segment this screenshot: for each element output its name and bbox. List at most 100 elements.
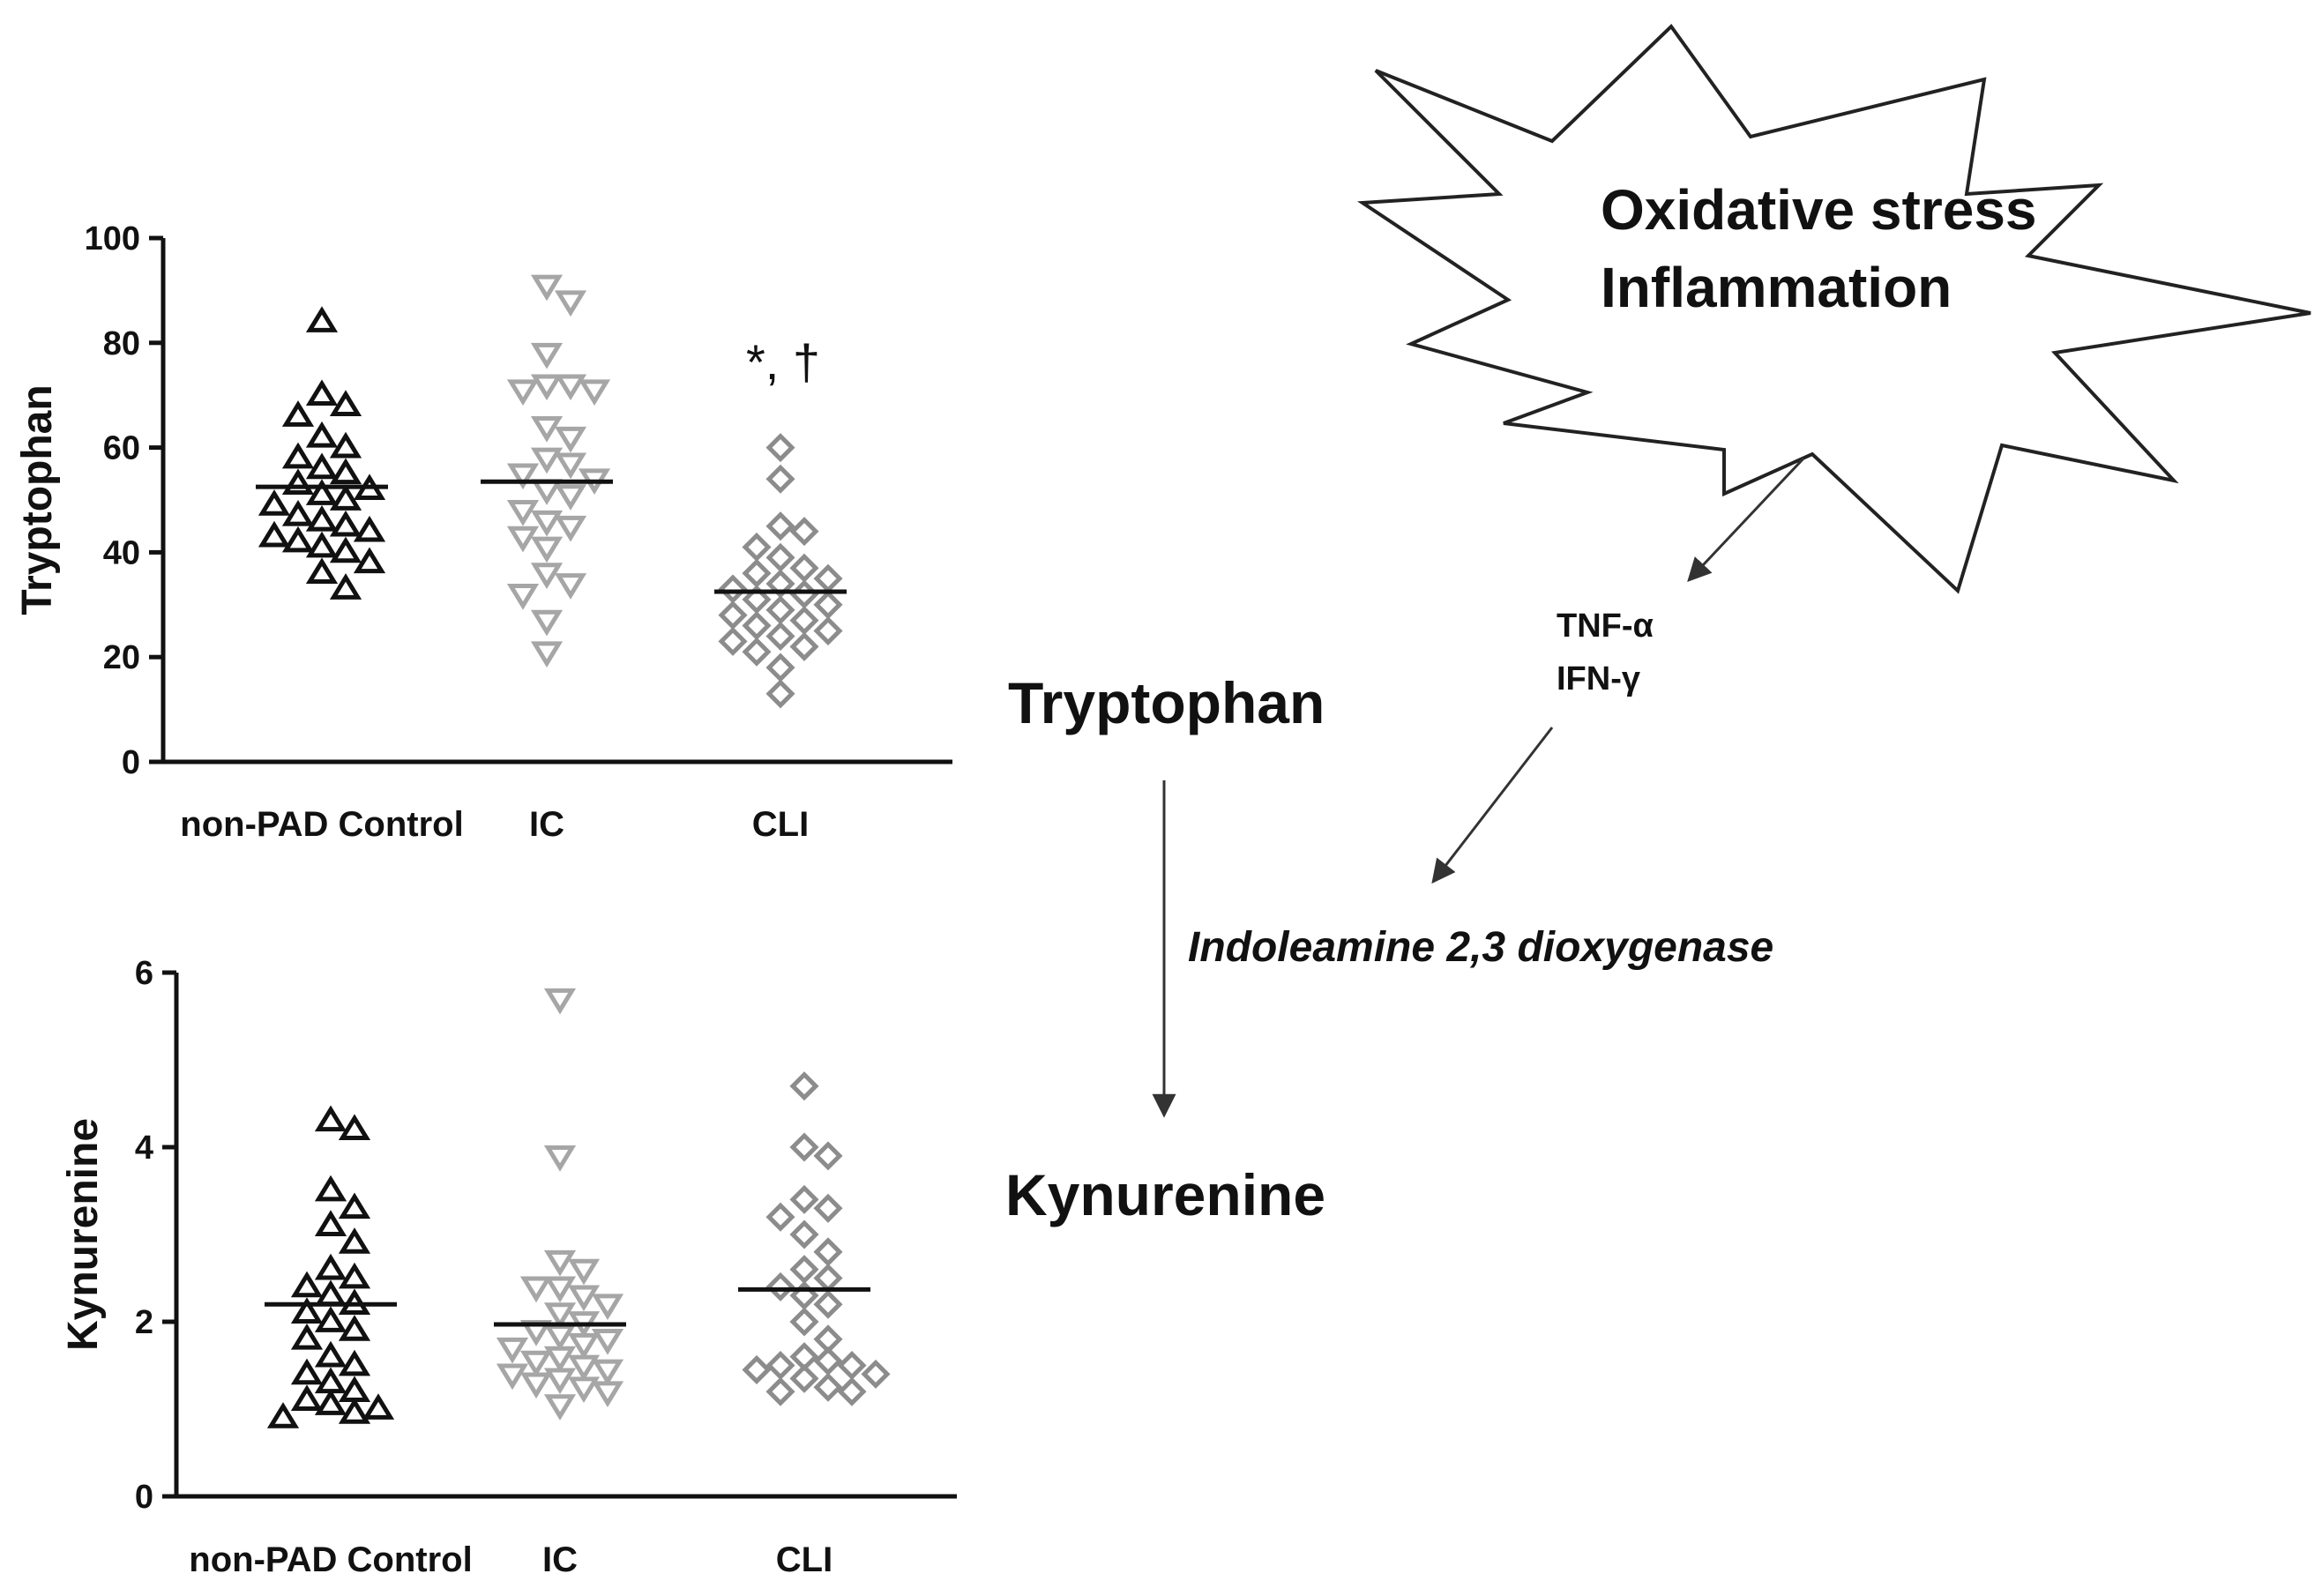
data-point-diamond xyxy=(837,1350,867,1381)
data-point-diamond xyxy=(765,653,795,682)
data-points xyxy=(265,988,891,1428)
data-point-triangle-up xyxy=(329,431,362,459)
data-point-triangle-down xyxy=(530,536,564,563)
data-point-diamond xyxy=(742,611,772,641)
data-point-triangle-down xyxy=(591,1294,624,1320)
data-point-triangle-up xyxy=(305,452,339,480)
data-point-triangle-up xyxy=(305,557,339,585)
data-point-diamond xyxy=(718,626,748,656)
data-point-triangle-down xyxy=(591,1359,624,1386)
substrate-label: Tryptophan xyxy=(1008,670,1325,735)
y-axis-label: Kynurenine xyxy=(60,1118,107,1351)
data-point-triangle-down xyxy=(554,374,587,401)
y-tick-label: 60 xyxy=(103,430,140,467)
data-point-triangle-down xyxy=(506,379,540,406)
x-tick-label-control: non-PAD Control xyxy=(189,1540,472,1579)
data-point-triangle-up xyxy=(305,504,339,532)
data-point-triangle-up xyxy=(362,1393,395,1420)
data-point-triangle-down xyxy=(519,1350,553,1377)
data-point-diamond xyxy=(789,1184,819,1214)
data-point-diamond xyxy=(718,574,748,604)
data-point-triangle-down xyxy=(530,510,564,537)
data-point-triangle-down xyxy=(591,1381,624,1407)
data-point-triangle-up xyxy=(281,442,315,469)
data-point-triangle-up xyxy=(266,1402,300,1428)
data-point-triangle-down xyxy=(506,463,540,490)
data-point-triangle-down xyxy=(530,641,564,668)
y-tick-label: 40 xyxy=(103,534,140,571)
data-point-triangle-up xyxy=(305,306,339,332)
data-point-diamond xyxy=(718,600,748,630)
significance-annotation: *, † xyxy=(746,334,820,390)
data-point-diamond xyxy=(813,563,843,593)
data-point-triangle-up xyxy=(258,520,291,548)
data-point-triangle-down xyxy=(496,1363,529,1391)
data-point-diamond xyxy=(789,606,819,636)
data-point-triangle-down xyxy=(543,1249,577,1277)
pathway-diagram: Oxidative stress Inflammation TNF-α IFN-… xyxy=(1005,23,2311,1227)
y-axis-label: Tryptophan xyxy=(14,384,61,615)
cytokine-ifn-gamma: IFN-γ xyxy=(1557,660,1640,697)
data-point-diamond xyxy=(765,1202,795,1232)
data-point-triangle-down xyxy=(554,515,587,542)
data-point-diamond xyxy=(789,1132,819,1162)
data-point-diamond xyxy=(789,1219,819,1249)
data-point-diamond xyxy=(789,1307,819,1337)
data-point-triangle-up xyxy=(314,1389,347,1415)
data-point-triangle-up xyxy=(338,1192,371,1219)
data-point-triangle-up xyxy=(305,379,339,406)
data-point-diamond xyxy=(765,433,795,463)
data-point-triangle-up xyxy=(329,573,362,600)
data-point-diamond xyxy=(813,1193,843,1223)
data-point-diamond xyxy=(742,1354,772,1384)
data-point-triangle-down xyxy=(530,342,564,369)
data-point-diamond xyxy=(813,1263,843,1294)
data-point-triangle-down xyxy=(578,379,611,406)
x-tick-label-control: non-PAD Control xyxy=(180,805,463,844)
product-label: Kynurenine xyxy=(1005,1162,1325,1227)
data-point-triangle-up xyxy=(281,500,315,526)
data-point-diamond xyxy=(789,631,819,661)
data-point-diamond xyxy=(813,615,843,646)
data-point-triangle-up xyxy=(290,1384,324,1411)
x-tick-label-ic: IC xyxy=(529,805,564,844)
data-point-triangle-up xyxy=(305,531,339,558)
data-point-triangle-up xyxy=(290,1297,324,1324)
data-points xyxy=(256,274,847,709)
arrow-cytokines-to-enzyme xyxy=(1431,727,1554,884)
data-point-diamond xyxy=(765,464,795,494)
x-tick-label-ic: IC xyxy=(542,1540,578,1579)
data-point-diamond xyxy=(789,1363,819,1393)
data-point-triangle-down xyxy=(591,1328,624,1355)
data-point-diamond xyxy=(765,1272,795,1301)
data-point-triangle-down xyxy=(530,563,564,589)
data-point-diamond xyxy=(789,1280,819,1310)
starburst-shape xyxy=(1356,23,2311,594)
enzyme-label: Indoleamine 2,3 dioxygenase xyxy=(1188,924,1773,971)
data-point-triangle-up xyxy=(314,1175,347,1202)
data-point-triangle-up xyxy=(338,1349,371,1376)
data-point-triangle-down xyxy=(543,1324,577,1351)
data-point-diamond xyxy=(789,1071,819,1101)
data-point-diamond xyxy=(813,590,843,620)
data-point-triangle-down xyxy=(530,479,564,505)
data-point-diamond xyxy=(765,569,795,599)
data-point-triangle-up xyxy=(314,1340,347,1368)
data-point-diamond xyxy=(765,511,795,541)
data-point-triangle-down xyxy=(530,415,564,443)
data-point-triangle-up xyxy=(314,1279,347,1307)
data-point-diamond xyxy=(742,585,772,615)
data-point-triangle-down xyxy=(567,1258,601,1286)
starburst-line-1: Oxidative stress xyxy=(1601,178,2037,242)
y-tick-label: 6 xyxy=(135,955,153,992)
cytokine-tnf-alpha: TNF-α xyxy=(1557,608,1654,645)
data-point-diamond xyxy=(742,558,772,588)
data-point-triangle-up xyxy=(338,1398,371,1424)
data-point-triangle-up xyxy=(305,421,339,448)
data-point-triangle-down xyxy=(554,452,587,480)
data-point-triangle-up xyxy=(290,1358,324,1385)
